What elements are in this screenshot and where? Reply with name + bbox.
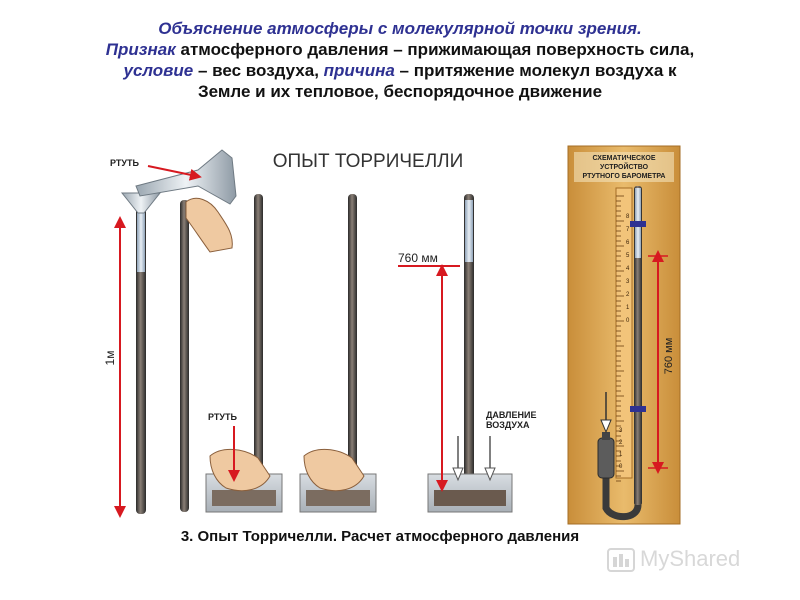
scale-number: 0 (626, 318, 630, 324)
tube-2-glass (180, 200, 189, 512)
scale-number: 4 (626, 266, 630, 272)
header-line3a: – вес воздуха, (193, 61, 324, 80)
mercury-beaker (135, 149, 237, 205)
barometer-air-arrowhead (600, 419, 612, 434)
header-condition: условие (123, 61, 194, 80)
air-arrowhead-1 (452, 467, 464, 482)
barometer-marker-bottom (630, 406, 646, 412)
barometer-label-3: РТУТНОГО БАРОМЕТРА (583, 173, 666, 180)
experiment-title: ОПЫТ ТОРРИЧЕЛЛИ (273, 151, 464, 172)
slide-caption: 3. Опыт Торричелли. Расчет атмосферного … (180, 528, 580, 545)
scale-number-bottom: 1 (619, 452, 623, 458)
height-760-left: 760 мм (398, 251, 438, 265)
bath-1-mercury (212, 490, 276, 506)
scale-number: 6 (626, 240, 630, 246)
barometer-tube (634, 186, 642, 506)
height-760-right-label: 760 мм (663, 338, 675, 375)
scale-number: 8 (626, 214, 630, 220)
tube-4 (299, 194, 377, 513)
mercury-arrow-top (147, 165, 202, 181)
barometer-cistern (597, 437, 615, 479)
scale-number: 1 (626, 305, 630, 311)
header-title: Объяснение атмосферы с молекулярной точк… (158, 19, 642, 38)
one-meter-label: 1м (103, 351, 117, 366)
air-pressure-label-1: ДАВЛЕНИЕ (486, 410, 536, 420)
air-arrowhead-2 (484, 467, 496, 482)
header-line2: атмосферного давления – прижимающая пове… (175, 40, 695, 59)
tube-5-glass (464, 194, 474, 494)
air-pressure-label-2: ВОЗДУХА (486, 420, 530, 430)
barometer-scale-ticks: 8 7 6 5 4 3 2 1 0 3 2 1 0 (616, 195, 630, 482)
bath-3-mercury (434, 490, 506, 506)
header-sign: Признак (105, 40, 176, 59)
tube-5-vacuum (465, 200, 473, 262)
tube-1 (120, 192, 162, 514)
barometer-label-1: СХЕМАТИЧЕСКОЕ (593, 155, 656, 162)
barometer: СХЕМАТИЧЕСКОЕ УСТРОЙСТВО РТУТНОГО БАРОМЕ… (567, 145, 681, 525)
bath-2-mercury (306, 490, 370, 506)
watermark-icon (607, 548, 635, 572)
tube-4-glass (348, 194, 357, 494)
scale-number: 3 (626, 279, 630, 285)
scale-number-bottom: 0 (619, 464, 623, 470)
tube-1-top (137, 212, 145, 272)
tube-3 (205, 194, 283, 513)
barometer-cistern-cap (602, 432, 610, 440)
hand-3 (303, 449, 365, 492)
header-line3b: – притяжение молекул воздуха к (394, 61, 677, 80)
scale-number-bottom: 2 (619, 440, 623, 446)
tube-2 (180, 197, 233, 512)
scale-number-bottom: 3 (619, 428, 623, 434)
scale-number: 2 (626, 292, 630, 298)
tube-5 (427, 194, 513, 513)
barometer-marker-top (630, 221, 646, 227)
tube-1-glass (136, 206, 146, 514)
mercury-label-top: РТУТЬ (110, 158, 139, 168)
barometer-label-plate (574, 152, 674, 182)
barometer-label-2: УСТРОЙСТВО (600, 162, 649, 171)
watermark-text: MyShared (640, 546, 741, 571)
tube-3-glass (254, 194, 263, 494)
scale-number: 7 (626, 227, 630, 233)
hand-1 (185, 197, 233, 253)
header-line4: Земле и их тепловое, беспорядочное движе… (197, 82, 603, 101)
mercury-label-bottom: РТУТЬ (208, 412, 237, 422)
scale-number: 5 (626, 253, 630, 259)
barometer-u-tube (602, 470, 642, 521)
header: Объяснение атмосферы с молекулярной точк… (0, 18, 800, 102)
barometer-scale (615, 187, 633, 479)
header-cause: причина (323, 61, 395, 80)
watermark-logo (607, 548, 635, 572)
